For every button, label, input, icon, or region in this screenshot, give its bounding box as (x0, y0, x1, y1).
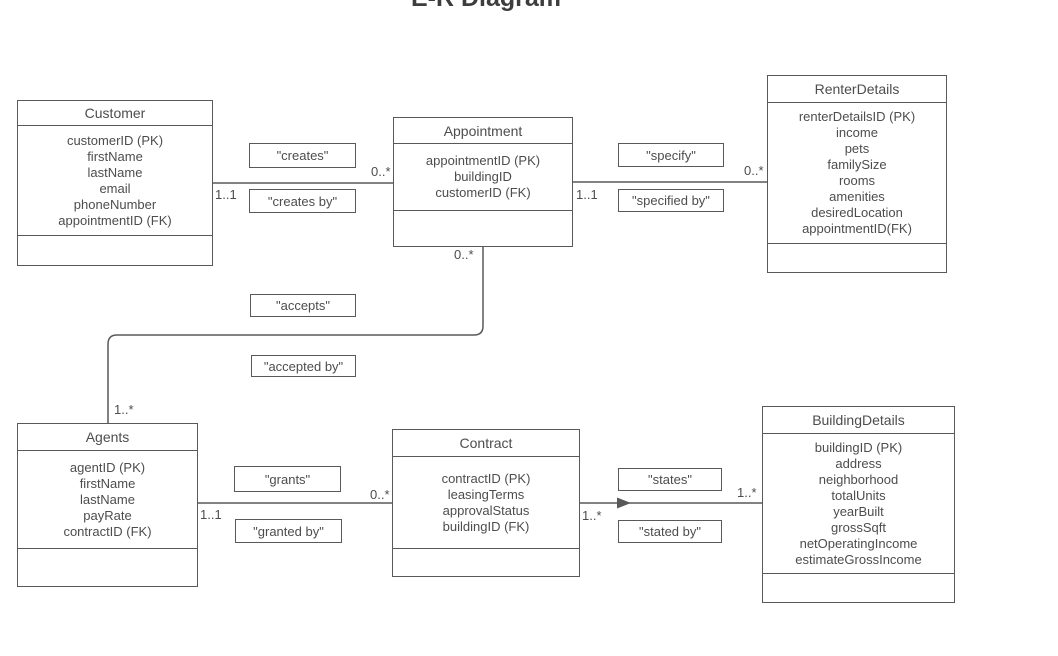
entity-contract-name: Contract (393, 430, 579, 457)
arrowhead-icon (617, 497, 631, 509)
entity-agents-footer (18, 549, 197, 586)
relationship-label-creates-by[interactable]: "creates by" (249, 189, 356, 213)
entity-customer-footer (18, 236, 212, 265)
relationship-label-accepted-by[interactable]: "accepted by" (251, 355, 356, 377)
entity-appointment-name: Appointment (394, 118, 572, 144)
attribute-row: appointmentID (FK) (58, 212, 172, 228)
attribute-row: payRate (83, 507, 132, 523)
relationship-label-stated-by[interactable]: "stated by" (618, 520, 722, 543)
attribute-row: firstName (79, 475, 136, 491)
attribute-row: contractID (FK) (63, 523, 152, 539)
relationship-label-states[interactable]: "states" (618, 468, 722, 491)
attribute-row: appointmentID(FK) (802, 221, 912, 236)
relationship-label-grants[interactable]: "grants" (234, 466, 341, 492)
attribute-row: familySize (827, 157, 887, 172)
entity-building-details-name: BuildingDetails (763, 407, 954, 434)
entity-customer-name: Customer (18, 101, 212, 126)
attribute-row: grossSqft (831, 519, 886, 535)
cardinality-contract-buildingdetails-right: 1..* (737, 485, 757, 500)
attribute-row: lastName (80, 491, 135, 507)
attribute-row: amenities (829, 189, 885, 204)
attribute-row: firstName (87, 148, 143, 164)
attribute-row: buildingID (PK) (814, 439, 903, 455)
relationship-label-granted-by[interactable]: "granted by" (235, 519, 342, 543)
attribute-row: phoneNumber (73, 196, 157, 212)
cardinality-contract-buildingdetails-left: 1..* (582, 508, 602, 523)
relationship-label-specify[interactable]: "specify" (618, 143, 724, 167)
entity-appointment-footer (394, 211, 572, 246)
relationship-label-creates[interactable]: "creates" (249, 143, 356, 168)
entity-renter-details-name: RenterDetails (768, 76, 946, 103)
attribute-row: income (836, 125, 878, 140)
relationship-label-accepts[interactable]: "accepts" (250, 294, 356, 317)
attribute-row: rooms (838, 173, 876, 188)
attribute-row: neighborhood (818, 471, 899, 487)
cardinality-appointment-renterdetails-right: 0..* (744, 163, 764, 178)
attribute-row: pets (844, 141, 870, 156)
cardinality-customer-appointment-right: 0..* (371, 164, 391, 179)
cardinality-appointment-renterdetails-left: 1..1 (576, 187, 598, 202)
cardinality-agents-contract-right: 0..* (370, 487, 390, 502)
attribute-row: leasingTerms (447, 486, 525, 502)
cardinality-agents-contract-left: 1..1 (200, 507, 222, 522)
attribute-row: renterDetailsID (PK) (798, 109, 916, 124)
entity-renter-details-footer (768, 244, 946, 272)
attribute-row: customerID (FK) (435, 185, 531, 200)
attribute-row: customerID (PK) (66, 132, 164, 148)
attribute-row: lastName (87, 164, 143, 180)
attribute-row: approvalStatus (442, 502, 530, 518)
entity-building-details-footer (763, 574, 954, 602)
cardinality-appointment-agents-top: 0..* (454, 247, 474, 262)
entity-contract-footer (393, 549, 579, 576)
attribute-row: buildingID (FK) (442, 518, 530, 534)
attribute-row: desiredLocation (811, 205, 903, 220)
entity-agents-name: Agents (18, 424, 197, 451)
attribute-row: netOperatingIncome (799, 535, 918, 551)
attribute-row: contractID (PK) (441, 470, 531, 486)
cardinality-appointment-agents-bottom: 1..* (114, 402, 134, 417)
attribute-row: totalUnits (831, 487, 886, 503)
relationship-label-specified-by[interactable]: "specified by" (618, 189, 724, 212)
attribute-row: buildingID (454, 169, 512, 184)
attribute-row: agentID (PK) (69, 459, 146, 475)
attribute-row: address (835, 455, 882, 471)
diagram-title: E-R Diagram (411, 0, 561, 11)
attribute-row: estimateGrossIncome (795, 551, 922, 567)
cardinality-customer-appointment-left: 1..1 (215, 187, 237, 202)
attribute-row: appointmentID (PK) (425, 153, 541, 168)
connector-appointment-agents (107, 247, 484, 423)
attribute-row: yearBuilt (833, 503, 884, 519)
attribute-row: email (99, 180, 131, 196)
